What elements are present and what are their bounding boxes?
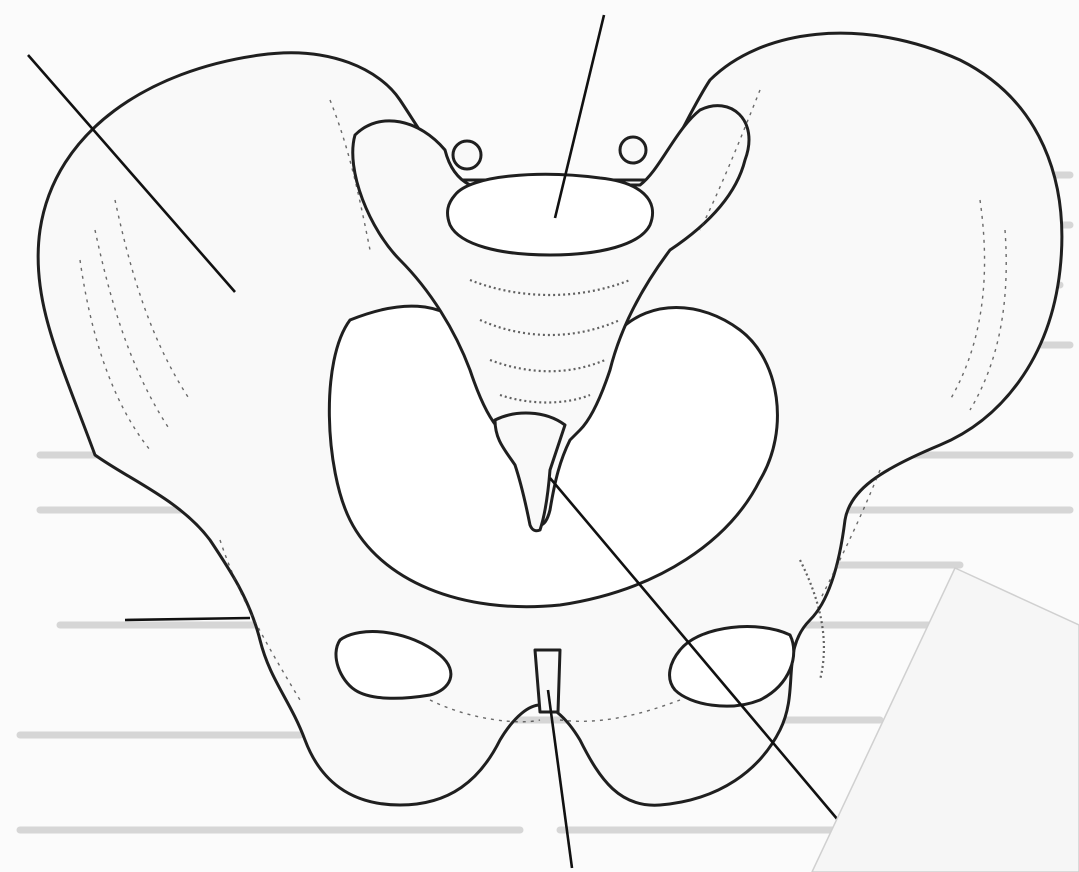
- sacral-ala-right: [620, 137, 646, 163]
- leader-line-obturator-left: [125, 618, 250, 620]
- sacral-promontory: [448, 174, 653, 255]
- pubic-symphysis: [535, 650, 560, 712]
- sacral-ala-left: [453, 141, 481, 169]
